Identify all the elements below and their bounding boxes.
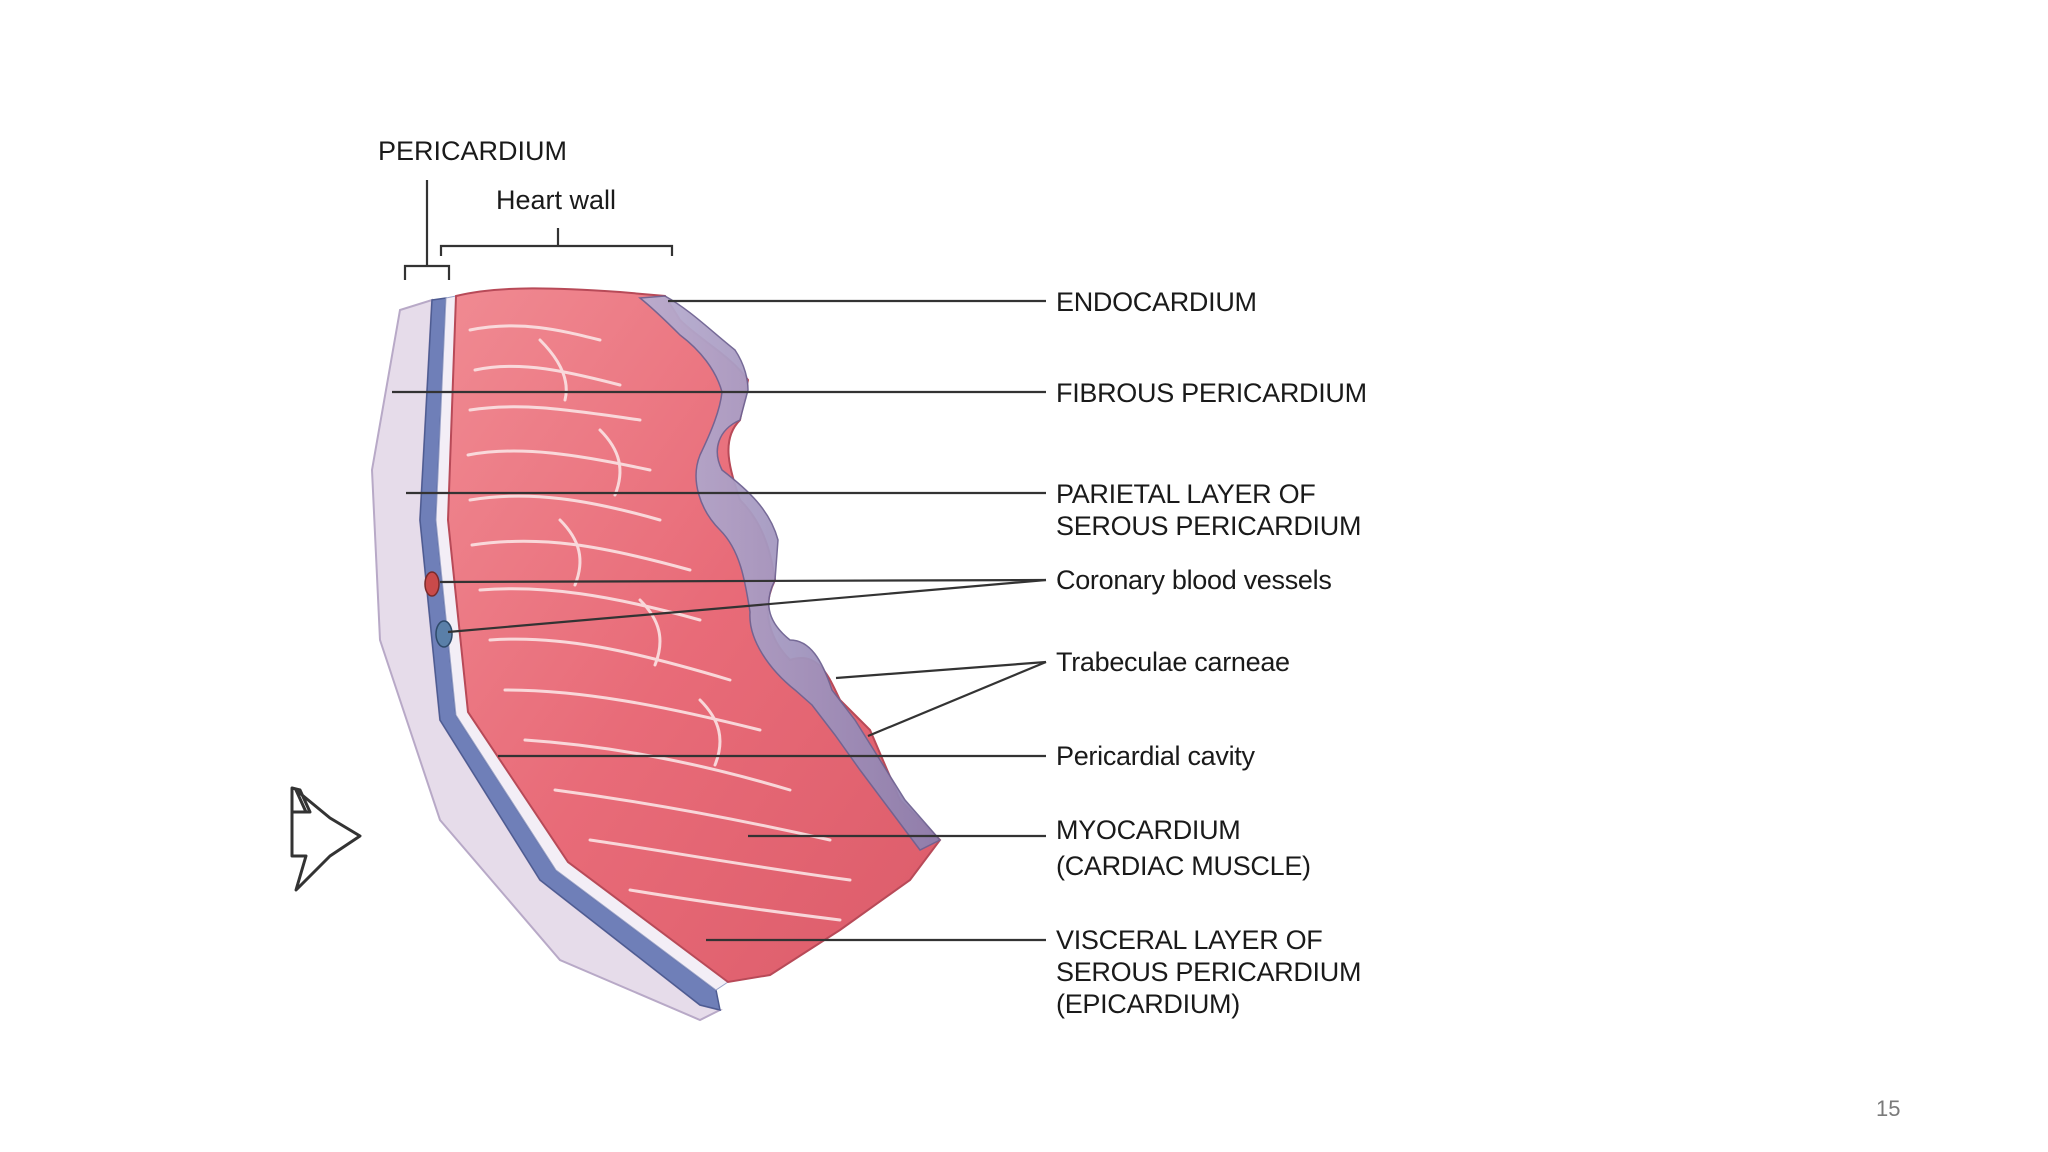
coronary-vessel-2 — [435, 620, 453, 648]
label-endocardium: ENDOCARDIUM — [1056, 286, 1257, 318]
label-line: SEROUS PERICARDIUM — [1056, 511, 1362, 541]
label-fibrous-pericardium: FIBROUS PERICARDIUM — [1056, 377, 1367, 409]
label-line: MYOCARDIUM — [1056, 815, 1241, 845]
label-visceral-layer: VISCERAL LAYER OF SEROUS PERICARDIUM (EP… — [1056, 924, 1361, 1020]
label-line: (EPICARDIUM) — [1056, 989, 1240, 1019]
header-brackets — [403, 180, 674, 280]
pericardium-header: PERICARDIUM — [378, 136, 568, 166]
label-parietal-layer: PARIETAL LAYER OF SEROUS PERICARDIUM — [1056, 478, 1361, 542]
label-myocardium: MYOCARDIUM (CARDIAC MUSCLE) — [1056, 814, 1311, 882]
label-line: ENDOCARDIUM — [1056, 287, 1257, 317]
label-line: VISCERAL LAYER OF — [1056, 925, 1323, 955]
label-trabeculae-carneae: Trabeculae carneae — [1056, 646, 1290, 678]
label-line: Pericardial cavity — [1056, 741, 1255, 771]
heart-wall-header: Heart wall — [496, 185, 617, 215]
label-line: (CARDIAC MUSCLE) — [1056, 851, 1311, 881]
endocardium-surface — [638, 295, 942, 851]
label-line: Coronary blood vessels — [1056, 565, 1332, 595]
right-arrow-icon — [290, 786, 362, 892]
label-line: Trabeculae carneae — [1056, 647, 1290, 677]
label-coronary-blood-vessels: Coronary blood vessels — [1056, 564, 1332, 596]
label-pericardial-cavity: Pericardial cavity — [1056, 740, 1255, 772]
coronary-vessel-1 — [424, 571, 440, 597]
label-line: PARIETAL LAYER OF — [1056, 479, 1316, 509]
page-number: 15 — [1876, 1096, 1901, 1121]
label-line: SEROUS PERICARDIUM — [1056, 957, 1362, 987]
leader-lines — [392, 299, 1047, 942]
label-line: FIBROUS PERICARDIUM — [1056, 378, 1367, 408]
